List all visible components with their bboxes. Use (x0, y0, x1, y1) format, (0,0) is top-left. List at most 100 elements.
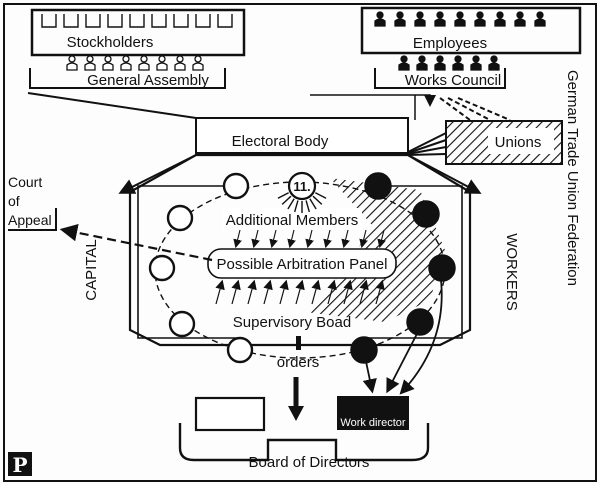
council-figures (398, 55, 500, 71)
stockholder-slot (173, 14, 189, 28)
general-assembly-bracket (29, 55, 226, 89)
stockholder-person-icon (120, 55, 132, 71)
stockholder-slot (129, 14, 145, 28)
neutral-ray (309, 198, 317, 210)
court-label-2: of (8, 193, 20, 209)
influence-arrow (215, 279, 225, 305)
capital-member-seat (222, 172, 250, 200)
neutral-ray (305, 200, 311, 213)
council-person-icon (488, 55, 500, 71)
council-to-unions-dashes (439, 97, 511, 121)
influence-arrow (231, 279, 241, 305)
electoral-body-box (195, 117, 409, 154)
stockholders-box (30, 8, 246, 57)
stockholder-slots (41, 14, 233, 28)
influence-arrow (287, 229, 296, 249)
federation-label: German Trade Union Federation (564, 70, 581, 286)
worker-member-seat (350, 336, 378, 364)
worker-member-seat (406, 308, 434, 336)
influence-arrow (269, 229, 278, 249)
court-label-3: Appeal (8, 212, 52, 228)
stockholders-label: Stockholders (67, 34, 154, 51)
capital-seats (148, 172, 254, 364)
influence-arrow (233, 229, 242, 249)
orders-arrow-head (288, 406, 304, 421)
employee-person-icon (394, 11, 406, 27)
arbitration-panel-label: Possible Arbitration Panel (217, 256, 388, 273)
influence-arrow (295, 279, 305, 305)
employees-box (360, 6, 582, 55)
general-assembly-label: General Assembly (87, 72, 209, 89)
employees-label: Employees (413, 35, 487, 52)
additional-members-label: Additional Members (226, 212, 359, 229)
supervisory-board-frame (128, 153, 472, 347)
influence-arrow (375, 279, 385, 305)
worker-arrow-3 (399, 271, 443, 395)
stockholder-slot (151, 14, 167, 28)
stockholder-slot (107, 14, 123, 28)
council-person-icon (434, 55, 446, 71)
stockholder-slot (85, 14, 101, 28)
capital-bracket (137, 185, 240, 339)
neutral-member-seat (277, 171, 327, 213)
works-council-bracket (374, 55, 506, 89)
influence-arrow (359, 279, 369, 305)
neutral-ray (312, 195, 323, 205)
electoral-body-label: Electoral Body (232, 133, 329, 150)
influence-arrow (311, 279, 321, 305)
worker-member-seat (428, 254, 456, 282)
influence-arrow (305, 229, 314, 249)
unions-box (445, 120, 563, 165)
neutral-ray (277, 192, 289, 199)
capital-member-seat (166, 204, 194, 232)
employee-person-icon (494, 11, 506, 27)
neutral-ray (281, 195, 292, 205)
neutral-ray (315, 192, 327, 199)
work-director-label: Work director (340, 417, 406, 429)
influence-arrow (263, 279, 273, 305)
employee-person-icon (414, 11, 426, 27)
stockholder-slot (41, 14, 57, 28)
electoral-right-arrow (407, 154, 482, 194)
council-arrow (310, 94, 436, 107)
court-bracket (8, 208, 57, 231)
employee-person-icon (514, 11, 526, 27)
influence-arrow (323, 229, 332, 249)
worker-member-seat (412, 200, 440, 228)
court-label-1: Court (8, 174, 42, 190)
influence-arrow (251, 229, 260, 249)
stockholder-slot (195, 14, 211, 28)
council-person-icon (398, 55, 410, 71)
director-seat-box (194, 396, 266, 432)
corner-logo-letter: P (12, 453, 27, 477)
corner-logo (8, 452, 32, 476)
council-person-icon (416, 55, 428, 71)
council-person-icon (470, 55, 482, 71)
workers-bracket (360, 185, 463, 339)
capital-member-seat (226, 336, 254, 364)
employee-person-icon (474, 11, 486, 27)
stockholder-person-icon (66, 55, 78, 71)
council-person-icon (452, 55, 464, 71)
worker-arrow-1 (362, 351, 377, 394)
capital-member-seat (148, 254, 176, 282)
stockholder-person-icon (174, 55, 186, 71)
stockholder-slot (217, 14, 233, 28)
worker-member-seat (364, 172, 392, 200)
unions-to-electoral-rays (407, 132, 447, 156)
stockholder-person-icon (84, 55, 96, 71)
influence-arrow (341, 229, 350, 249)
employee-person-icon (534, 11, 546, 27)
influence-arrow (359, 229, 368, 249)
employee-person-icon (374, 11, 386, 27)
neutral-ray (287, 198, 295, 210)
stockholder-person-icon (156, 55, 168, 71)
assembly-figures (66, 55, 204, 71)
board-of-directors-label: Board of Directors (249, 454, 370, 471)
works-council-label: Works Council (405, 72, 501, 89)
additional-members-bg (222, 208, 362, 230)
employee-person-icon (434, 11, 446, 27)
capital-label: CAPITAL (83, 239, 100, 300)
employee-figures (374, 11, 546, 27)
orders-mark (296, 336, 301, 350)
